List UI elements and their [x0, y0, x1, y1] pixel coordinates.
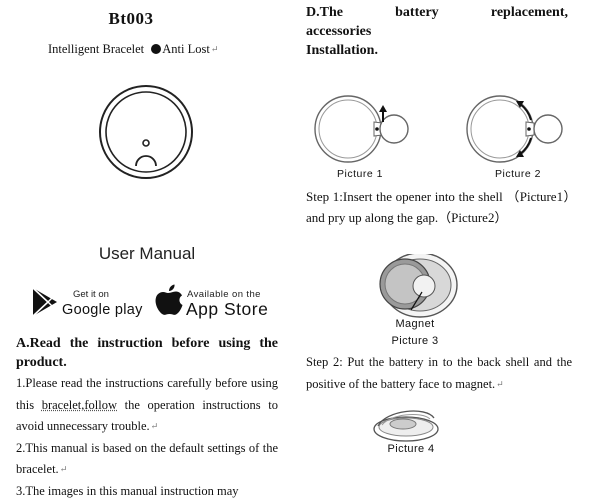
- list-item: 2.This manual is based on the default se…: [16, 440, 278, 477]
- heading-word: replacement,: [490, 5, 568, 20]
- google-play-small-label: Get it on: [73, 289, 109, 300]
- play-store-icon[interactable]: [30, 286, 60, 318]
- product-title: Bt003: [108, 9, 154, 28]
- subtitle-text: Intelligent Bracelet: [48, 42, 145, 56]
- subtitle-anti-lost: Anti Lost: [162, 42, 210, 56]
- paragraph-mark-icon: ↵: [496, 378, 504, 389]
- app-store-badge-label[interactable]: App Store: [186, 299, 269, 319]
- picture-4-illustration: [373, 410, 439, 442]
- picture-3-caption: Picture 3: [391, 335, 439, 347]
- picture-3-illustration: [379, 254, 458, 318]
- magnet-label: Magnet: [395, 318, 435, 330]
- heading-line: Installation.: [306, 43, 378, 58]
- heading-word: D.The: [306, 5, 343, 20]
- paragraph-mark-icon: ↵: [59, 464, 68, 475]
- picture-2-caption: Picture 2: [495, 168, 541, 180]
- picture-1-illustration: [314, 95, 409, 163]
- device-illustration: [99, 85, 193, 179]
- bullet-icon: [151, 44, 162, 54]
- apple-icon[interactable]: [153, 284, 183, 318]
- picture-4-caption: Picture 4: [387, 443, 435, 455]
- google-play-badge-label[interactable]: Google play: [62, 302, 143, 318]
- heading-word: battery: [395, 5, 439, 20]
- section-d-heading: D.The battery replacement, accessories I…: [306, 3, 568, 60]
- paragraph-mark-icon: ↵: [210, 44, 219, 54]
- product-subtitle: Intelligent Bracelet Anti Lost↵: [48, 42, 218, 57]
- section-a-heading: A.Read the instruction before using the …: [16, 336, 278, 370]
- paragraph-mark-icon: ↵: [150, 421, 159, 432]
- section-a-list: 1.Please read the instructions carefully…: [16, 373, 278, 503]
- picture-2-illustration: [466, 95, 563, 163]
- manual-title: User Manual: [98, 244, 196, 263]
- step-2-text: Step 2: Put the battery in to the back s…: [306, 355, 572, 391]
- heading-line: accessories: [306, 24, 372, 39]
- app-store-small-label: Available on the: [187, 289, 261, 300]
- list-item: 1.Please read the instructions carefully…: [16, 376, 279, 434]
- list-item: 3.The images in this manual instruction …: [16, 483, 239, 498]
- step-1-text: Step 1:Insert the opener into the shell …: [306, 189, 570, 225]
- picture-1-caption: Picture 1: [337, 168, 383, 180]
